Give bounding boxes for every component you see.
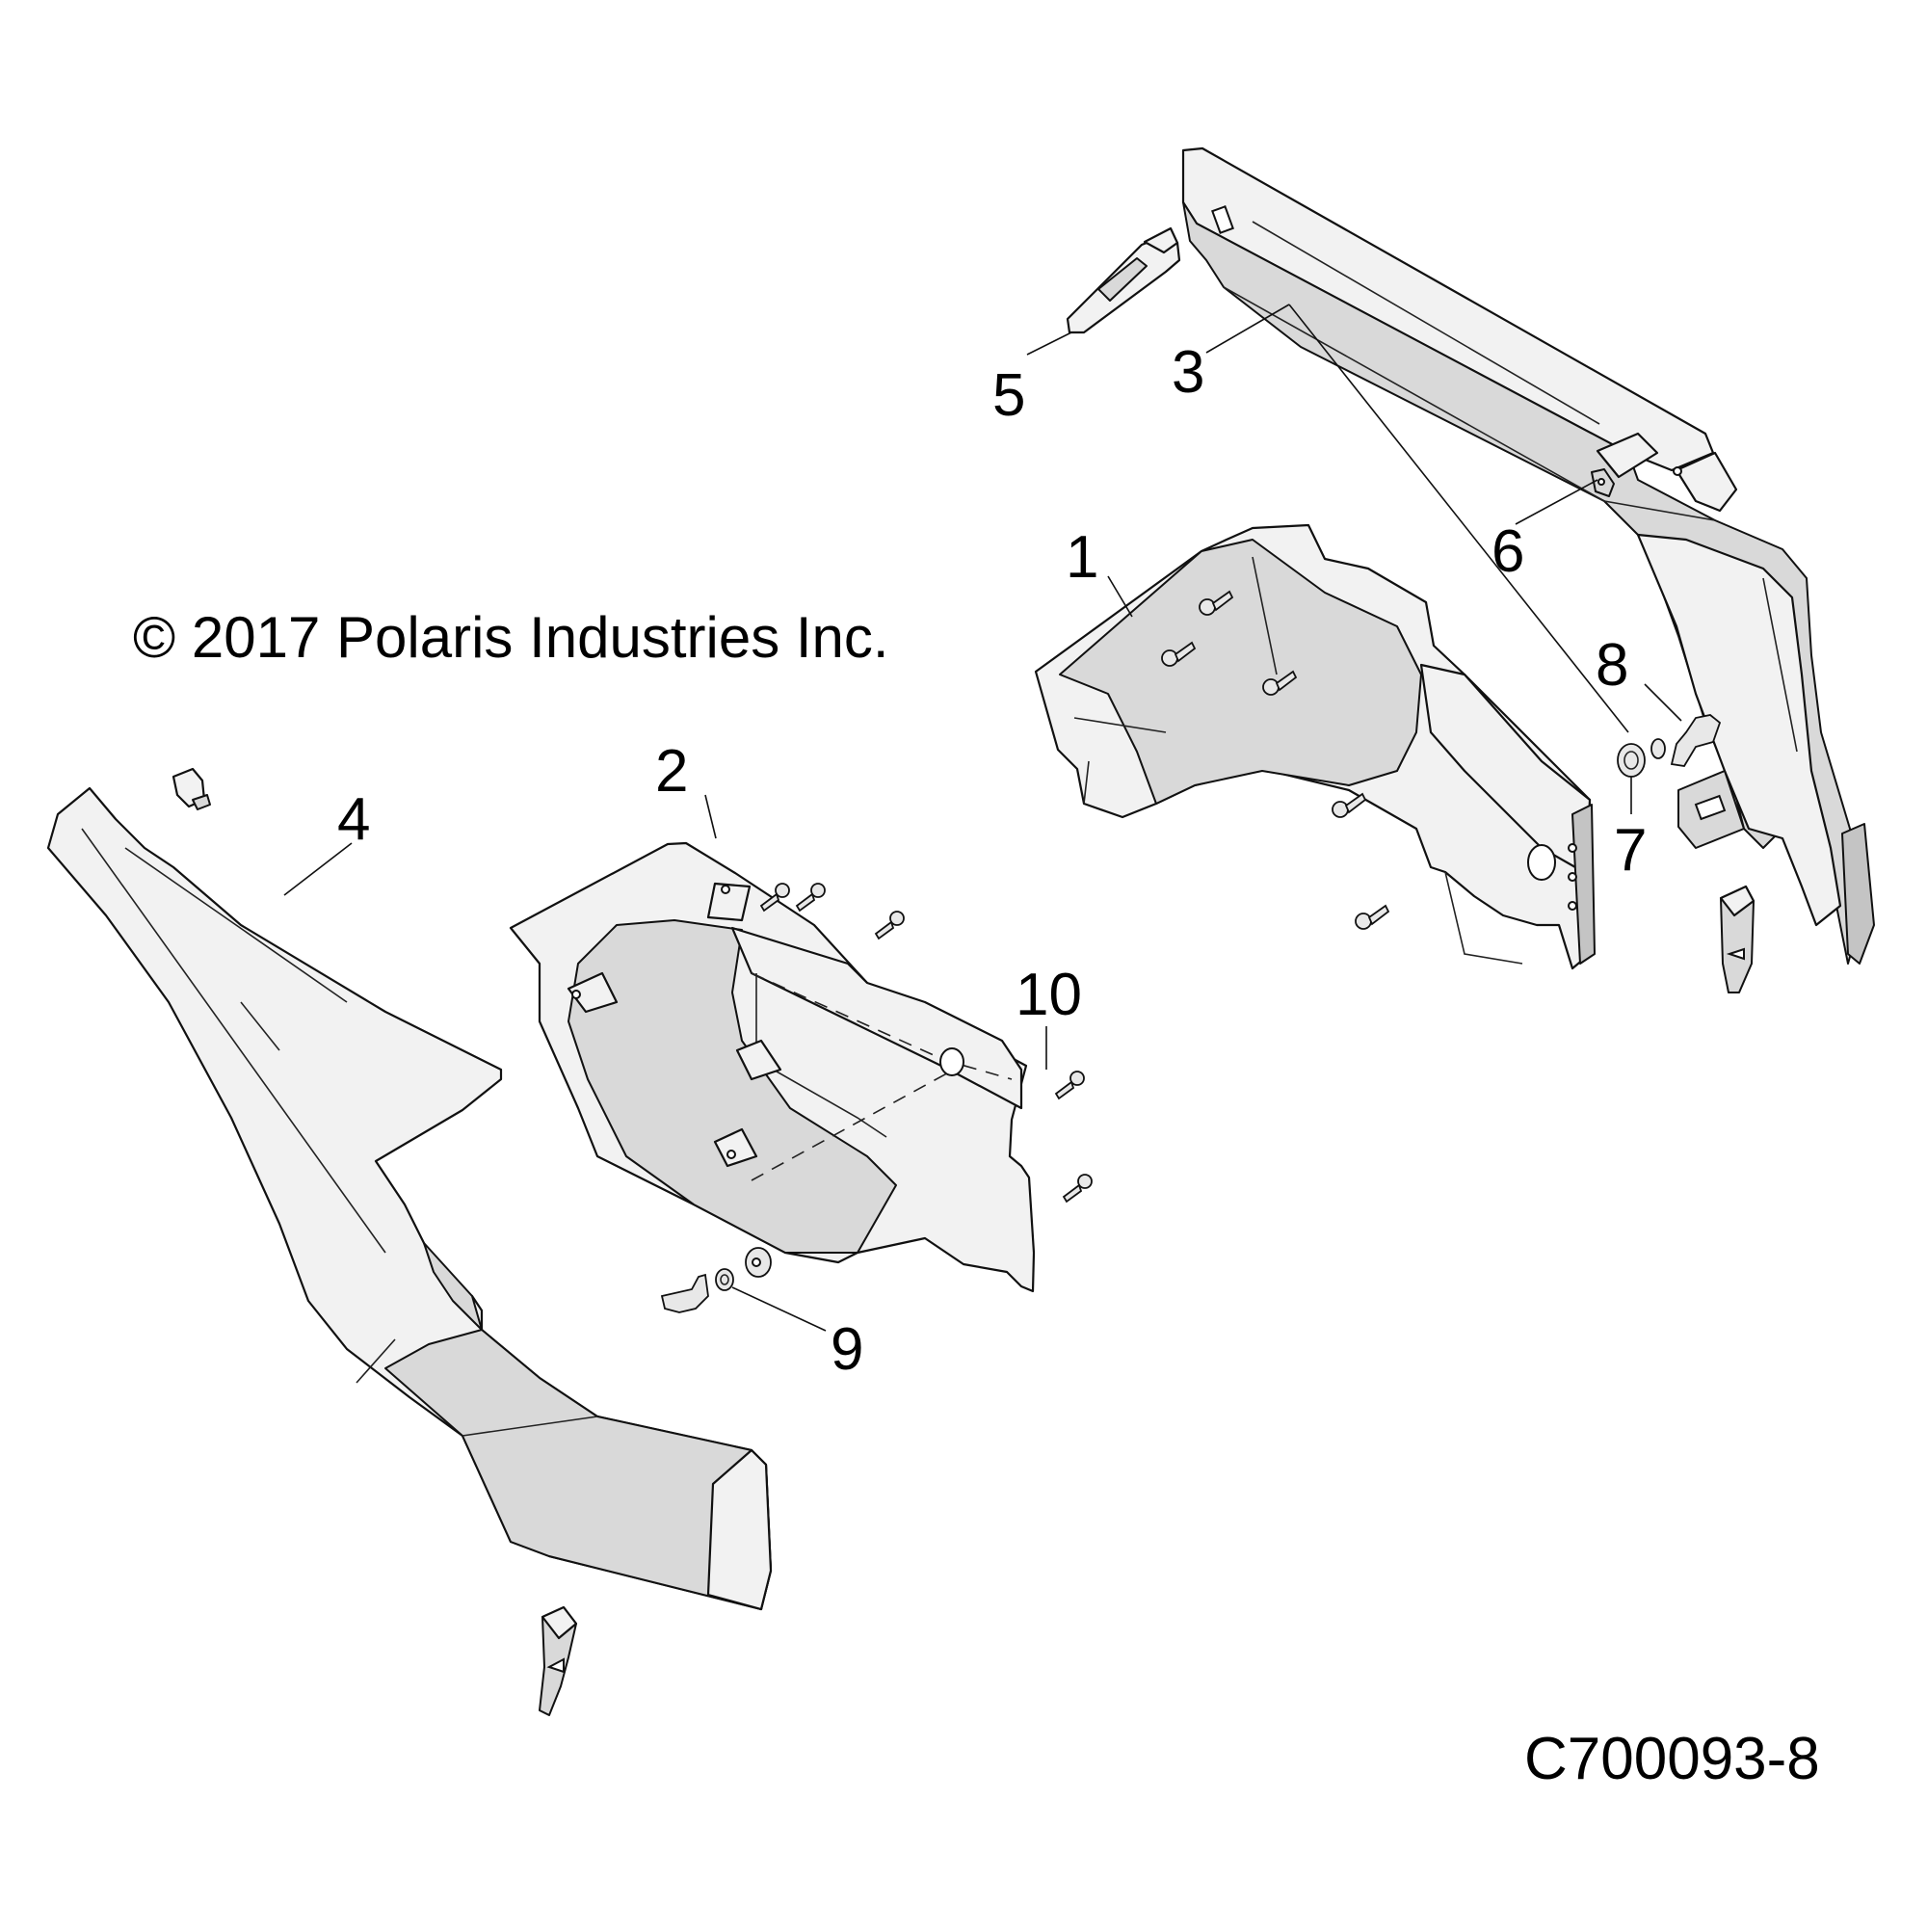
callout-6: 6 (1491, 518, 1525, 585)
latch-catch-left (539, 1605, 578, 1716)
callout-4: 4 (337, 786, 371, 853)
callout-8: 8 (1596, 632, 1629, 699)
callout-10: 10 (1016, 962, 1082, 1028)
drawing-code: C700093-8 (1524, 1726, 1820, 1792)
part-2-inner-panel-left (509, 841, 1093, 1293)
part-4-side-panel-left (46, 786, 773, 1611)
callout-5: 5 (992, 362, 1026, 429)
callout-9: 9 (831, 1316, 864, 1383)
callout-7: 7 (1614, 817, 1648, 884)
screw-icon (1161, 590, 1390, 930)
part-7-grommet (1617, 743, 1646, 778)
part-1-inner-panel-right (1034, 523, 1596, 970)
part-9-washer-stack (660, 1247, 772, 1313)
part-6-clip (1591, 468, 1615, 497)
callout-3: 3 (1172, 339, 1205, 406)
leader-lines (283, 304, 1682, 1332)
latch-catch-right (1719, 885, 1755, 993)
clip-top-left (172, 767, 211, 810)
part-3-side-panel-right (1181, 146, 1875, 965)
part-5-latch-handle (1066, 226, 1181, 334)
callout-1: 1 (1066, 524, 1099, 591)
screw-icon (759, 883, 1093, 1204)
callout-2: 2 (655, 738, 689, 805)
part-8-quarter-turn-fastener (1650, 714, 1722, 767)
copyright-notice: © 2017 Polaris Industries Inc. (133, 605, 889, 670)
